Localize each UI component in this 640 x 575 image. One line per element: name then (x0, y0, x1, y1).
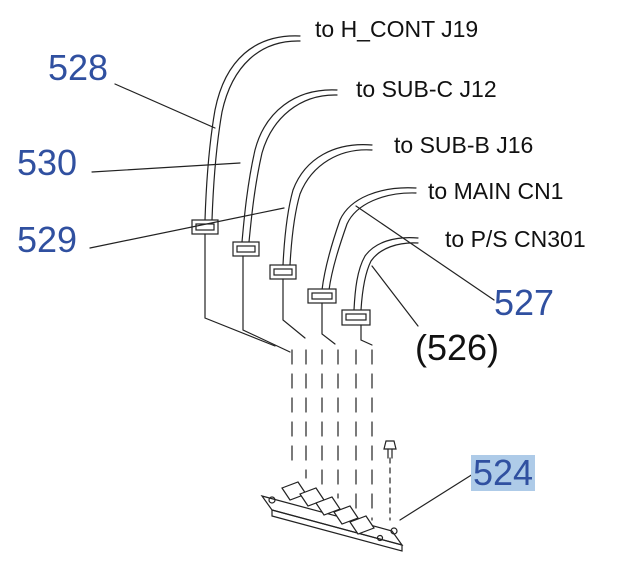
callout-530: 530 (17, 142, 78, 183)
callout-528: 528 (48, 47, 109, 88)
label-to-main-cn1: to MAIN CN1 (428, 178, 564, 204)
label-to-sub-c-j12: to SUB-C J12 (356, 76, 497, 102)
label-to-sub-b-j16: to SUB-B J16 (394, 132, 534, 158)
cable-sub-b (269, 144, 373, 280)
circuit-board (260, 481, 404, 552)
label-to-ps-cn301: to P/S CN301 (445, 226, 586, 252)
callout-529: 529 (17, 219, 78, 260)
cable-sub-c (232, 89, 338, 257)
callout-526: (526) (415, 327, 500, 368)
label-to-h-cont-j19: to H_CONT J19 (315, 16, 479, 42)
cable-ps (341, 237, 419, 326)
cable-h-cont (191, 35, 301, 235)
cable-main (307, 187, 417, 304)
callout-527: 527 (494, 282, 555, 323)
callout-524-highlighted: 524 (471, 452, 536, 493)
screw (383, 440, 397, 521)
